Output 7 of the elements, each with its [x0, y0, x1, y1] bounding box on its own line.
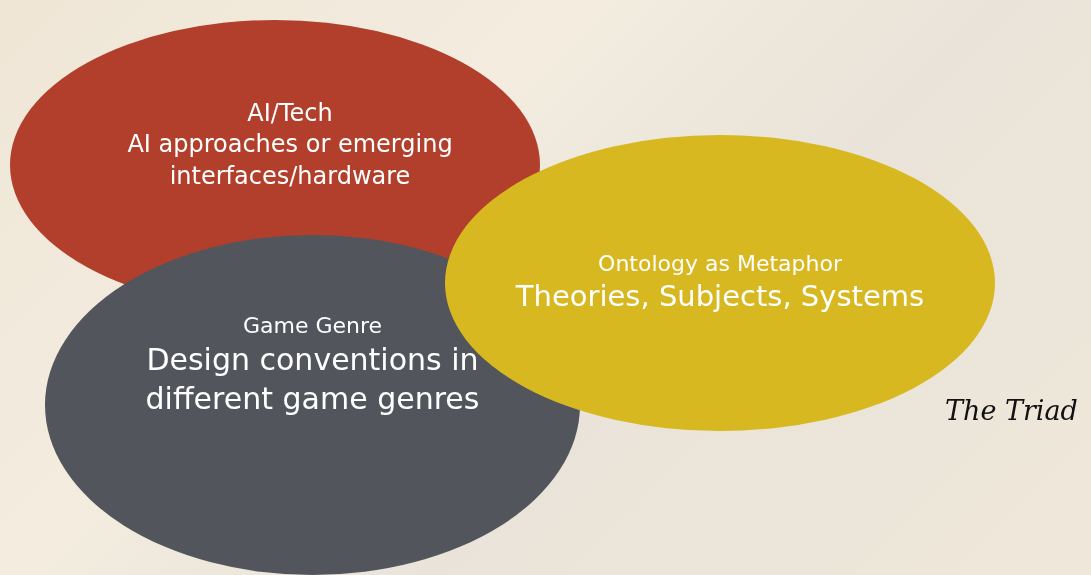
oval-description: Theories, Subjects, Systems	[515, 278, 925, 316]
oval-heading: AI/Tech	[247, 98, 333, 130]
oval-description: Design conventions in different game genres	[144, 341, 481, 419]
oval-heading: Ontology as Metaphor	[598, 249, 842, 278]
caption-text: The Triad	[945, 395, 1078, 426]
oval-description: AI approaches or emerging interfaces/hardware	[126, 129, 454, 192]
oval-heading: Game Genre	[242, 311, 383, 340]
